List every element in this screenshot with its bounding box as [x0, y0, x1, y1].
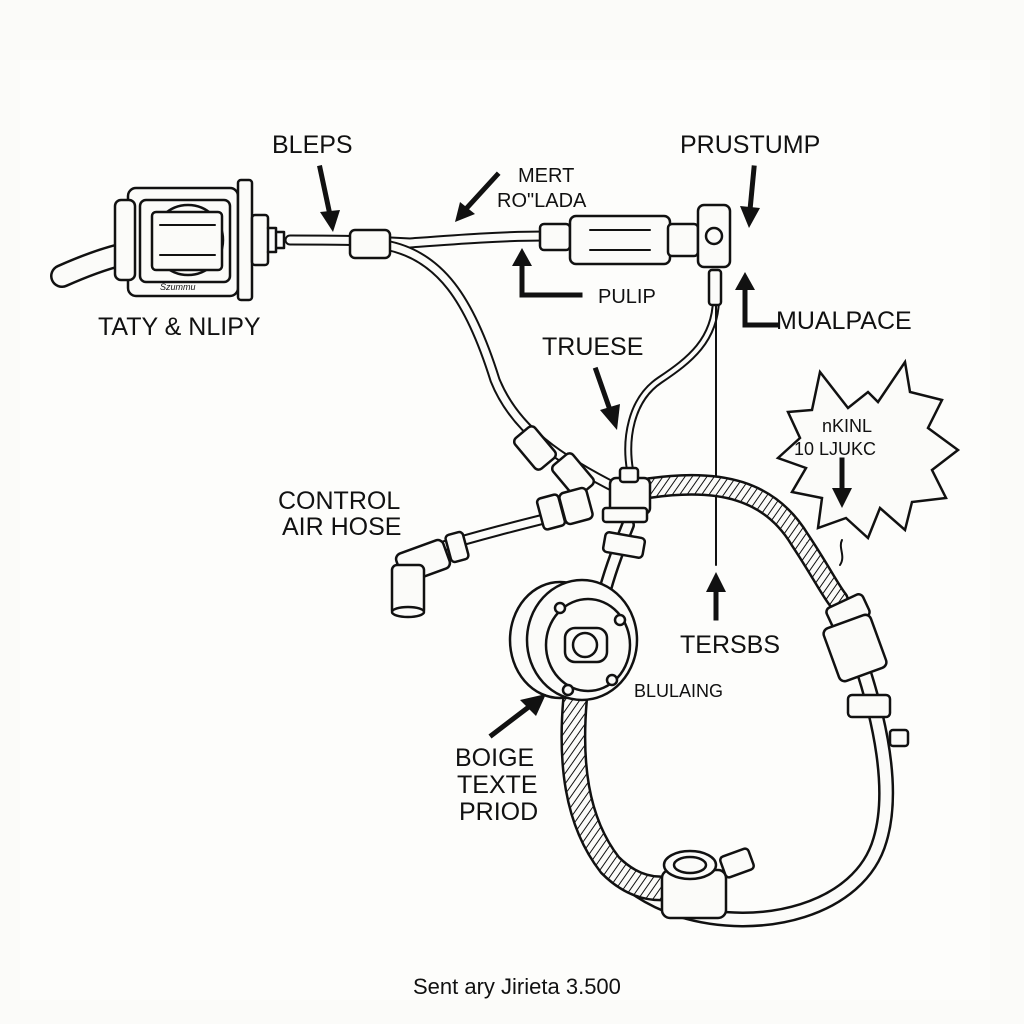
label-truese: TRUESE — [542, 333, 643, 361]
junction-fitting — [512, 425, 652, 524]
part-marking: Szummu — [160, 282, 196, 292]
control-air-hose-fittings — [390, 486, 594, 619]
label-boige-line3: PRIOD — [459, 798, 538, 826]
label-mual-pace: MUALPACE — [776, 307, 912, 335]
label-control-line2: AIR HOSE — [282, 513, 401, 541]
top-hose-sleeve — [348, 228, 392, 260]
label-prustump: PRUSTUMP — [680, 131, 820, 159]
right-loop-fittings — [822, 593, 910, 748]
label-tersbs: TERSBS — [680, 631, 780, 659]
label-pulip: PULIP — [598, 286, 656, 308]
label-control-line1: CONTROL — [278, 487, 400, 515]
label-nkinl-line1: nKINL — [822, 416, 872, 436]
pump-stem-coupling — [601, 531, 647, 559]
label-blulaing: BLULAING — [634, 681, 723, 701]
label-bleps: BLEPS — [272, 131, 353, 159]
diagram-labels: BLEPS MERT RO"LADA PRUSTUMP TATY & NLIPY… — [98, 131, 912, 999]
label-mert-line1: MERT — [518, 165, 574, 187]
right-top-connector — [538, 203, 732, 307]
diagram-caption: Sent ary Jirieta 3.500 — [413, 974, 621, 999]
hose-network — [50, 230, 895, 928]
bottom-elbow-fitting — [660, 847, 755, 920]
left-tank-unit: Szummu — [113, 178, 286, 302]
label-boige-line2: TEXTE — [457, 771, 538, 799]
label-taty-nlipy: TATY & NLIPY — [98, 313, 261, 341]
label-boige-line1: BOIGE — [455, 744, 534, 772]
callout-arrows — [317, 165, 852, 739]
label-mert-line2: RO"LADA — [497, 190, 587, 212]
label-nkinl-line2: 10 LJUKC — [794, 439, 876, 459]
callout-burst — [775, 358, 961, 566]
central-pump — [508, 578, 639, 702]
